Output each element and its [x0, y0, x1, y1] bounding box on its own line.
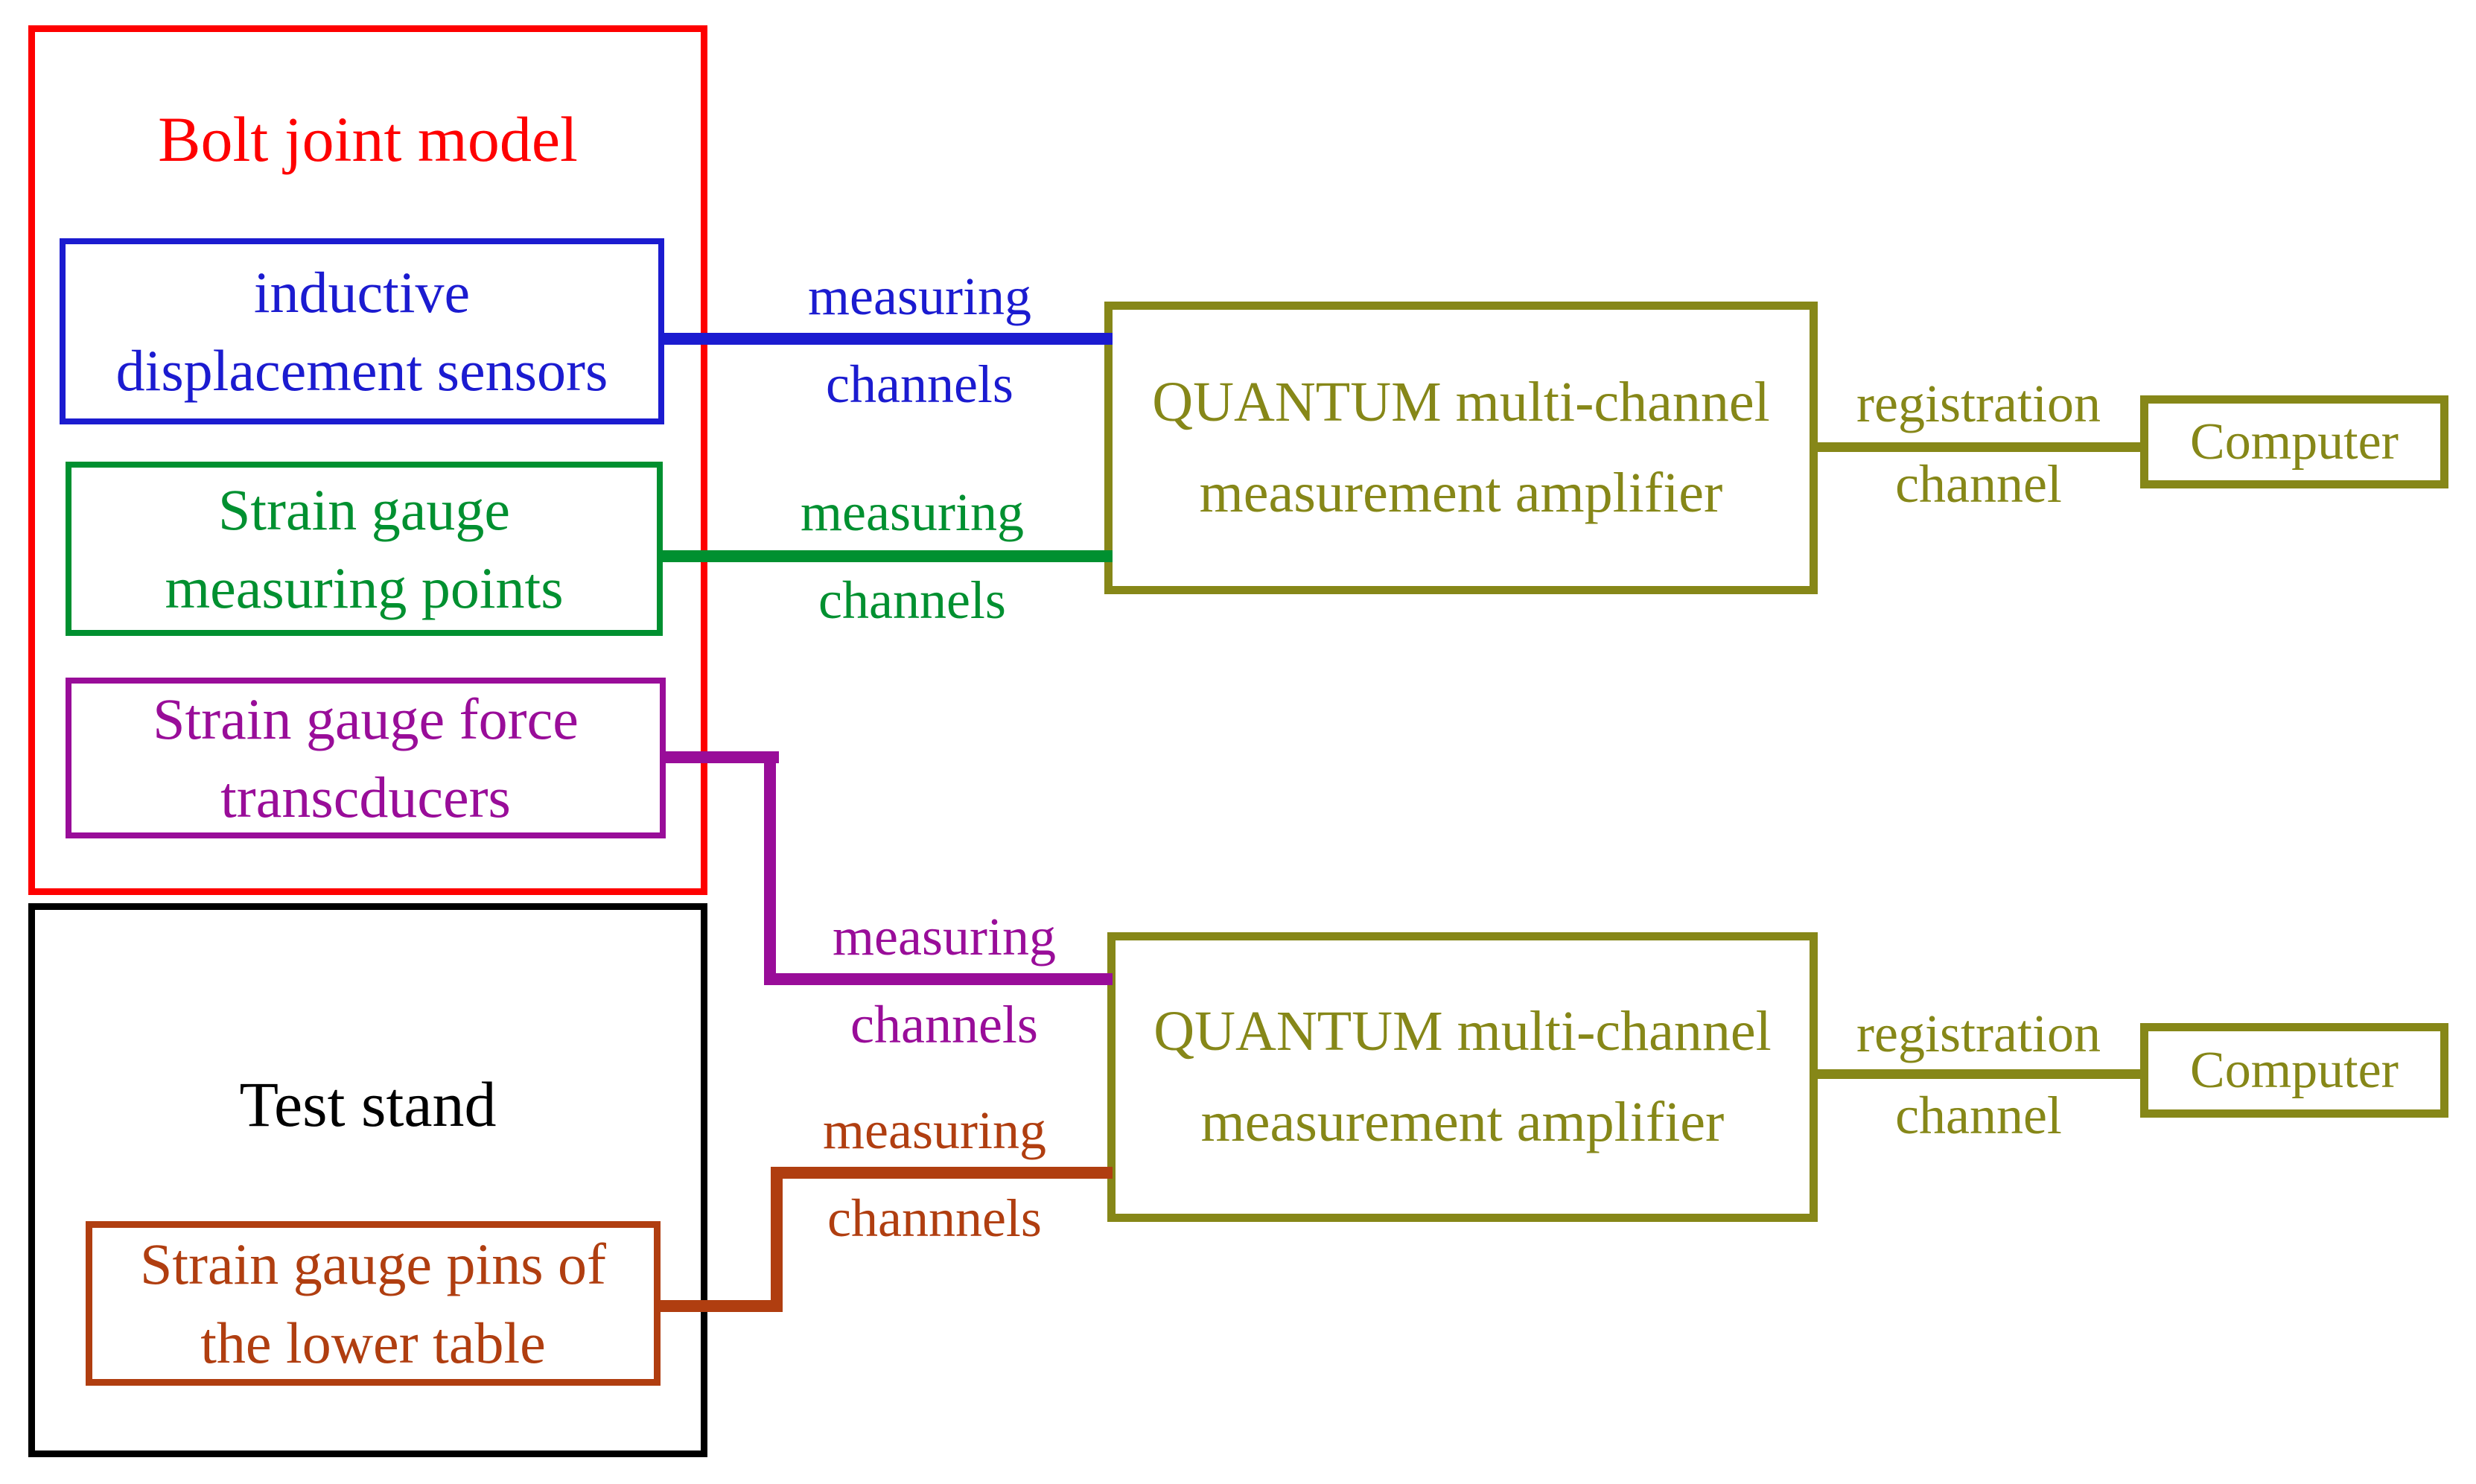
computer-bottom-box: Computer [2140, 1023, 2448, 1118]
registration-top-word-bottom: channel [1895, 454, 2062, 514]
amplifier-top-label: QUANTUM multi-channel measurement amplif… [1152, 370, 1770, 524]
computer-top-box: Computer [2140, 395, 2448, 488]
strain-points-channel-word-top: measuring [801, 483, 1024, 542]
strain-gauge-pins-box: Strain gauge pins of the lower table [86, 1221, 661, 1386]
force-channel-word-bottom: channels [850, 995, 1038, 1054]
force-channel-word-top: measuring [833, 907, 1056, 966]
test-stand-box [28, 903, 707, 1457]
amplifier-bottom-label: QUANTUM multi-channel measurement amplif… [1153, 999, 1772, 1153]
pins-channel-word-top: measuring [823, 1101, 1046, 1160]
pins-channel-line-stub [660, 1300, 783, 1312]
test-stand-title: Test stand [239, 1069, 497, 1140]
pins-channel-line-horizontal [771, 1167, 1113, 1179]
pins-channel-line-vertical [771, 1167, 783, 1312]
strain-gauge-points-box: Strain gauge measuring points [66, 462, 663, 636]
bolt-joint-model-title: Bolt joint model [158, 104, 578, 175]
inductive-sensors-box: inductive displacement sensors [60, 238, 664, 424]
force-channel-line-horizontal [764, 973, 1113, 985]
registration-bottom-word-bottom: channel [1895, 1086, 2062, 1145]
amplifier-bottom-box: QUANTUM multi-channel measurement amplif… [1107, 932, 1818, 1222]
inductive-channel-line [663, 333, 1113, 345]
registration-top-word-top: registration [1856, 374, 2101, 433]
inductive-sensors-label: inductive displacement sensors [115, 259, 608, 403]
force-channel-line-vertical [764, 751, 776, 985]
force-transducers-label: Strain gauge force transcducers [153, 686, 579, 829]
force-transducers-box: Strain gauge force transcducers [66, 678, 666, 838]
registration-line-top [1817, 442, 2140, 452]
registration-bottom-word-top: registration [1856, 1004, 2101, 1063]
bolt-joint-model-box [28, 25, 707, 895]
force-channel-line-stub [665, 751, 779, 763]
inductive-channel-word-bottom: channels [826, 354, 1013, 414]
pins-channel-word-bottom: channnels [827, 1188, 1042, 1248]
strain-points-channel-line [663, 550, 1113, 562]
computer-top-label: Computer [2190, 413, 2399, 471]
inductive-channel-word-top: measuring [808, 267, 1031, 326]
strain-gauge-points-label: Strain gauge measuring points [165, 477, 564, 620]
registration-line-bottom [1817, 1069, 2140, 1079]
strain-gauge-pins-label: Strain gauge pins of the lower table [139, 1232, 607, 1375]
amplifier-top-box: QUANTUM multi-channel measurement amplif… [1104, 302, 1818, 594]
computer-bottom-label: Computer [2190, 1041, 2399, 1099]
strain-points-channel-word-bottom: channels [818, 570, 1006, 630]
